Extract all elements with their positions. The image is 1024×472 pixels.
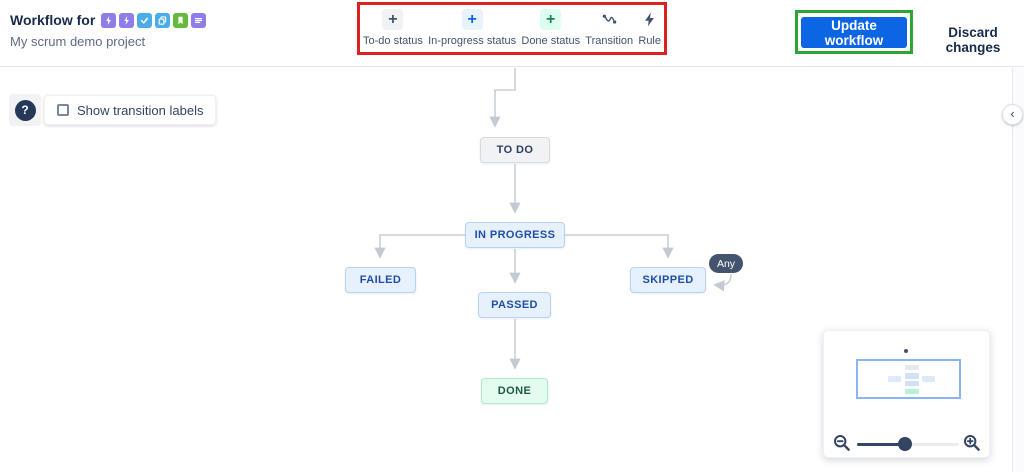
right-panel-rail	[1012, 68, 1024, 472]
bolt-icon	[101, 12, 117, 28]
workflow-toolbar: + To-do status + In-progress status + Do…	[363, 9, 661, 47]
discard-changes-button[interactable]: Discard changes	[922, 25, 1024, 55]
help-button[interactable]: ?	[9, 94, 41, 126]
minimap-panel	[823, 330, 990, 458]
status-node-failed[interactable]: FAILED	[345, 267, 416, 293]
tool-label: In-progress status	[428, 35, 517, 47]
issue-type-icons	[101, 12, 207, 28]
zoom-in-icon[interactable]	[963, 434, 981, 457]
plus-icon: +	[461, 9, 483, 30]
tool-label: Done status	[521, 35, 581, 47]
minimap-node	[905, 373, 919, 379]
page-title: Workflow for	[10, 12, 96, 28]
status-node-done[interactable]: DONE	[481, 378, 548, 404]
story-icon	[191, 12, 207, 28]
add-rule-button[interactable]: Rule	[638, 9, 661, 47]
minimap-node	[922, 376, 935, 382]
add-done-status-button[interactable]: + Done status	[521, 9, 580, 47]
show-transition-labels-toggle[interactable]: Show transition labels	[44, 95, 217, 125]
add-todo-status-button[interactable]: + To-do status	[363, 9, 423, 47]
status-node-skipped[interactable]: SKIPPED	[630, 267, 706, 293]
tool-label: To-do status	[363, 35, 423, 47]
status-node-passed[interactable]: PASSED	[478, 292, 551, 318]
tool-label: Rule	[638, 35, 661, 47]
minimap-node	[905, 381, 919, 386]
chevron-left-icon[interactable]: ‹	[1002, 104, 1023, 125]
update-workflow-button[interactable]: Update workflow	[801, 17, 907, 48]
title-block: Workflow for	[10, 12, 207, 49]
project-name: My scrum demo project	[10, 34, 146, 49]
zoom-slider-fill	[857, 443, 907, 446]
zoom-slider-thumb[interactable]	[898, 437, 912, 451]
add-transition-button[interactable]: Transition	[585, 9, 633, 47]
bolt-icon	[119, 12, 135, 28]
any-transition-badge[interactable]: Any	[709, 254, 743, 273]
rule-bolt-icon	[639, 9, 660, 30]
plus-icon: +	[540, 9, 562, 30]
add-inprogress-status-button[interactable]: + In-progress status	[428, 9, 516, 47]
question-icon: ?	[14, 99, 36, 121]
minimap-start-dot	[904, 349, 908, 353]
plus-icon: +	[382, 9, 404, 30]
minimap-node	[905, 365, 919, 370]
bookmark-icon	[173, 12, 189, 28]
copy-icon	[155, 12, 171, 28]
zoom-out-icon[interactable]	[833, 434, 851, 457]
tool-label: Transition	[585, 35, 634, 47]
minimap-viewport[interactable]	[856, 359, 961, 399]
status-node-in-progress[interactable]: IN PROGRESS	[465, 222, 565, 248]
transition-icon	[599, 9, 620, 30]
minimap-node	[888, 376, 901, 382]
check-icon	[137, 12, 153, 28]
header: Workflow for	[0, 0, 1024, 67]
transition-labels-checkbox[interactable]	[57, 104, 69, 116]
zoom-controls	[824, 434, 991, 454]
minimap-node	[905, 389, 919, 394]
status-node-todo[interactable]: TO DO	[480, 137, 550, 163]
toggle-label: Show transition labels	[77, 102, 204, 118]
